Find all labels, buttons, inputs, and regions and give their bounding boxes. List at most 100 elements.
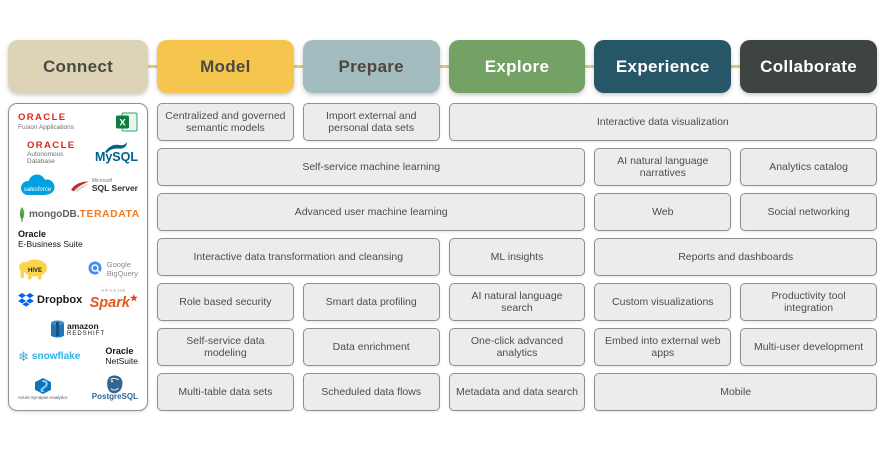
spark-wordmark: Spark★ bbox=[89, 293, 138, 311]
logo-row: Dropbox APACHE Spark★ bbox=[15, 288, 141, 312]
postgresql-wordmark: PostgreSQL bbox=[91, 392, 138, 402]
amazon-wordmark: amazon bbox=[67, 321, 99, 332]
logo-mysql: MySQL bbox=[94, 141, 138, 165]
capability-smart-data-profiling: Smart data profiling bbox=[302, 283, 440, 321]
capability-ai-natural-language-narratives: AI natural language narratives bbox=[594, 148, 732, 186]
netsuite-caption: NetSuite bbox=[105, 356, 138, 367]
mysql-wordmark: MySQL bbox=[94, 149, 138, 164]
logo-sql-server: Microsoft SQL Server bbox=[70, 178, 138, 194]
stage-header-row: Connect Model Prepare Explore Experience… bbox=[8, 40, 877, 93]
logo-row: salesforce Microsoft SQL Server bbox=[15, 174, 141, 198]
capability-import-external-data-sets: Import external and personal data sets bbox=[302, 103, 440, 141]
hive-icon: HIVE bbox=[19, 259, 47, 280]
dropbox-icon bbox=[18, 293, 34, 307]
logo-azure-synapse-analytics: Azure Synapse Analytics bbox=[18, 377, 68, 401]
capability-role-based-security: Role based security bbox=[157, 283, 294, 321]
logo-mongodb: mongoDB. bbox=[18, 206, 80, 222]
logo-row: amazon REDSHIFT bbox=[15, 320, 141, 338]
postgresql-elephant-icon bbox=[107, 375, 123, 394]
capability-ml-insights: ML insights bbox=[448, 238, 586, 276]
salesforce-icon: salesforce bbox=[21, 174, 55, 196]
capability-reports-and-dashboards: Reports and dashboards bbox=[594, 238, 877, 276]
logo-row: Azure Synapse Analytics PostgreSQL bbox=[15, 375, 141, 402]
azure-synapse-caption: Azure Synapse Analytics bbox=[18, 394, 68, 400]
logo-google-bigquery: Google BigQuery bbox=[88, 260, 138, 278]
oracle-wordmark: ORACLE bbox=[27, 139, 76, 151]
capability-multi-table-data-sets: Multi-table data sets bbox=[157, 373, 294, 411]
capability-interactive-data-transformation: Interactive data transformation and clea… bbox=[157, 238, 440, 276]
capability-mobile: Mobile bbox=[594, 373, 877, 411]
oracle-wordmark: Oracle bbox=[18, 229, 47, 240]
teradata-wordmark: TERADATA bbox=[79, 208, 140, 221]
snowflake-wordmark: snowflake bbox=[31, 351, 81, 363]
sql-server-icon bbox=[70, 181, 89, 192]
stage-header-prepare: Prepare bbox=[302, 40, 440, 93]
logo-amazon-redshift: amazon REDSHIFT bbox=[51, 320, 105, 338]
bigquery-icon bbox=[88, 261, 102, 275]
capability-one-click-advanced-analytics: One-click advanced analytics bbox=[448, 328, 586, 366]
stage-header-explore: Explore bbox=[448, 40, 586, 93]
sql-server-wordmark: SQL Server bbox=[91, 183, 138, 194]
google-caption: Google bbox=[106, 260, 131, 270]
stage-header-model: Model bbox=[157, 40, 294, 93]
capability-social-networking: Social networking bbox=[740, 193, 877, 231]
logo-caption: E-Business Suite bbox=[18, 239, 83, 250]
capability-self-service-machine-learning: Self-service machine learning bbox=[157, 148, 586, 186]
logo-caption: Fusion Applications bbox=[18, 123, 75, 131]
capability-grid: ORACLE Fusion Applications X ORACLE Auto… bbox=[8, 103, 877, 411]
mysql-dolphin-icon bbox=[105, 141, 128, 153]
logo-oracle-fusion-applications: ORACLE Fusion Applications bbox=[18, 112, 75, 131]
excel-icon: X bbox=[116, 112, 138, 132]
capability-metadata-and-data-search: Metadata and data search bbox=[448, 373, 586, 411]
redshift-caption: REDSHIFT bbox=[67, 330, 105, 337]
svg-text:X: X bbox=[119, 118, 126, 129]
logo-oracle-ebusiness-suite: Oracle E-Business Suite bbox=[18, 229, 83, 250]
logo-snowflake: ❄ snowflake bbox=[18, 349, 80, 365]
stage-header-connect: Connect bbox=[8, 40, 148, 93]
mongodb-leaf-icon bbox=[19, 206, 25, 222]
logo-oracle-netsuite: Oracle NetSuite bbox=[105, 346, 138, 367]
capability-interactive-data-visualization: Interactive data visualization bbox=[448, 103, 877, 141]
capability-ai-natural-language-search: AI natural language search bbox=[448, 283, 586, 321]
connect-sources-panel: ORACLE Fusion Applications X ORACLE Auto… bbox=[8, 103, 148, 411]
capability-multi-user-development: Multi-user development bbox=[740, 328, 877, 366]
svg-text:salesforce: salesforce bbox=[24, 187, 52, 193]
capability-custom-visualizations: Custom visualizations bbox=[594, 283, 732, 321]
svg-text:HIVE: HIVE bbox=[28, 268, 42, 274]
capability-analytics-catalog: Analytics catalog bbox=[740, 148, 877, 186]
spark-star-icon: ★ bbox=[129, 293, 138, 304]
snowflake-icon: ❄ bbox=[18, 348, 29, 364]
logo-row: ❄ snowflake Oracle NetSuite bbox=[15, 346, 141, 367]
logo-row: mongoDB. TERADATA bbox=[15, 206, 141, 222]
bigquery-caption: BigQuery bbox=[106, 269, 138, 279]
dropbox-wordmark: Dropbox bbox=[37, 294, 83, 307]
stage-header-collaborate: Collaborate bbox=[740, 40, 877, 93]
logo-oracle-autonomous-database: ORACLE Autonomous Database bbox=[27, 139, 76, 166]
azure-synapse-icon bbox=[34, 377, 51, 394]
logo-caption: Database bbox=[27, 158, 55, 166]
stage-connector-line bbox=[70, 65, 818, 68]
logo-dropbox: Dropbox bbox=[18, 293, 82, 307]
logo-row: HIVE Google BigQuery bbox=[15, 258, 141, 280]
capability-embed-external-web-apps: Embed into external web apps bbox=[594, 328, 732, 366]
stage-header-experience: Experience bbox=[594, 40, 732, 93]
logo-row: ORACLE Autonomous Database MySQL bbox=[15, 139, 141, 166]
logo-caption: Autonomous bbox=[27, 151, 64, 159]
capability-centralized-semantic-models: Centralized and governed semantic models bbox=[157, 103, 294, 141]
logo-apache-spark: APACHE Spark★ bbox=[89, 288, 138, 312]
logo-row: ORACLE Fusion Applications X bbox=[15, 112, 141, 132]
capability-scheduled-data-flows: Scheduled data flows bbox=[302, 373, 440, 411]
oracle-wordmark: ORACLE bbox=[18, 112, 67, 124]
oracle-wordmark: Oracle bbox=[105, 346, 134, 357]
capability-self-service-data-modeling: Self-service data modeling bbox=[157, 328, 294, 366]
capability-advanced-user-machine-learning: Advanced user machine learning bbox=[157, 193, 586, 231]
microsoft-caption: Microsoft bbox=[91, 178, 113, 185]
apache-caption: APACHE bbox=[101, 288, 127, 294]
capability-web: Web bbox=[594, 193, 732, 231]
logo-postgresql: PostgreSQL bbox=[92, 375, 138, 402]
mongodb-wordmark: mongoDB. bbox=[29, 208, 80, 220]
logo-row: Oracle E-Business Suite bbox=[15, 229, 141, 250]
capability-productivity-tool-integration: Productivity tool integration bbox=[740, 283, 877, 321]
capability-data-enrichment: Data enrichment bbox=[302, 328, 440, 366]
redshift-icon bbox=[51, 320, 64, 338]
